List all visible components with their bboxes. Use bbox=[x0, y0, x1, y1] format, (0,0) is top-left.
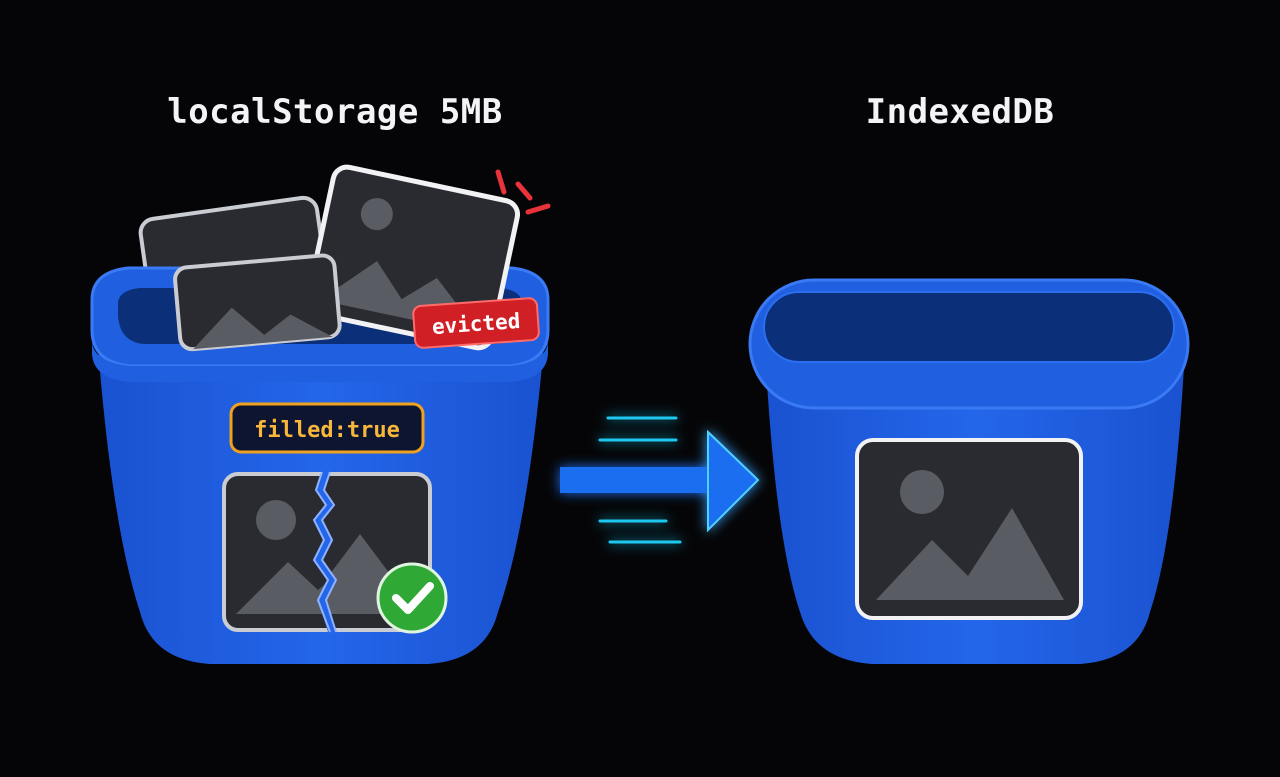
stored-photo bbox=[855, 438, 1083, 620]
indexeddb-title: IndexedDB bbox=[865, 92, 1055, 132]
arrow-right-icon bbox=[560, 429, 760, 533]
impact-marks bbox=[495, 169, 551, 215]
filled-true-badge: filled:true bbox=[229, 402, 425, 454]
migration-arrow bbox=[560, 416, 760, 544]
localstorage-bucket: evicted filled:true bbox=[90, 164, 551, 664]
motion-lines bbox=[598, 416, 682, 544]
check-icon bbox=[376, 562, 448, 634]
svg-text:filled:true: filled:true bbox=[254, 418, 400, 443]
localstorage-title: localStorage 5MB bbox=[167, 92, 503, 132]
indexeddb-bucket bbox=[748, 278, 1190, 664]
evicted-badge: evicted bbox=[412, 297, 540, 349]
